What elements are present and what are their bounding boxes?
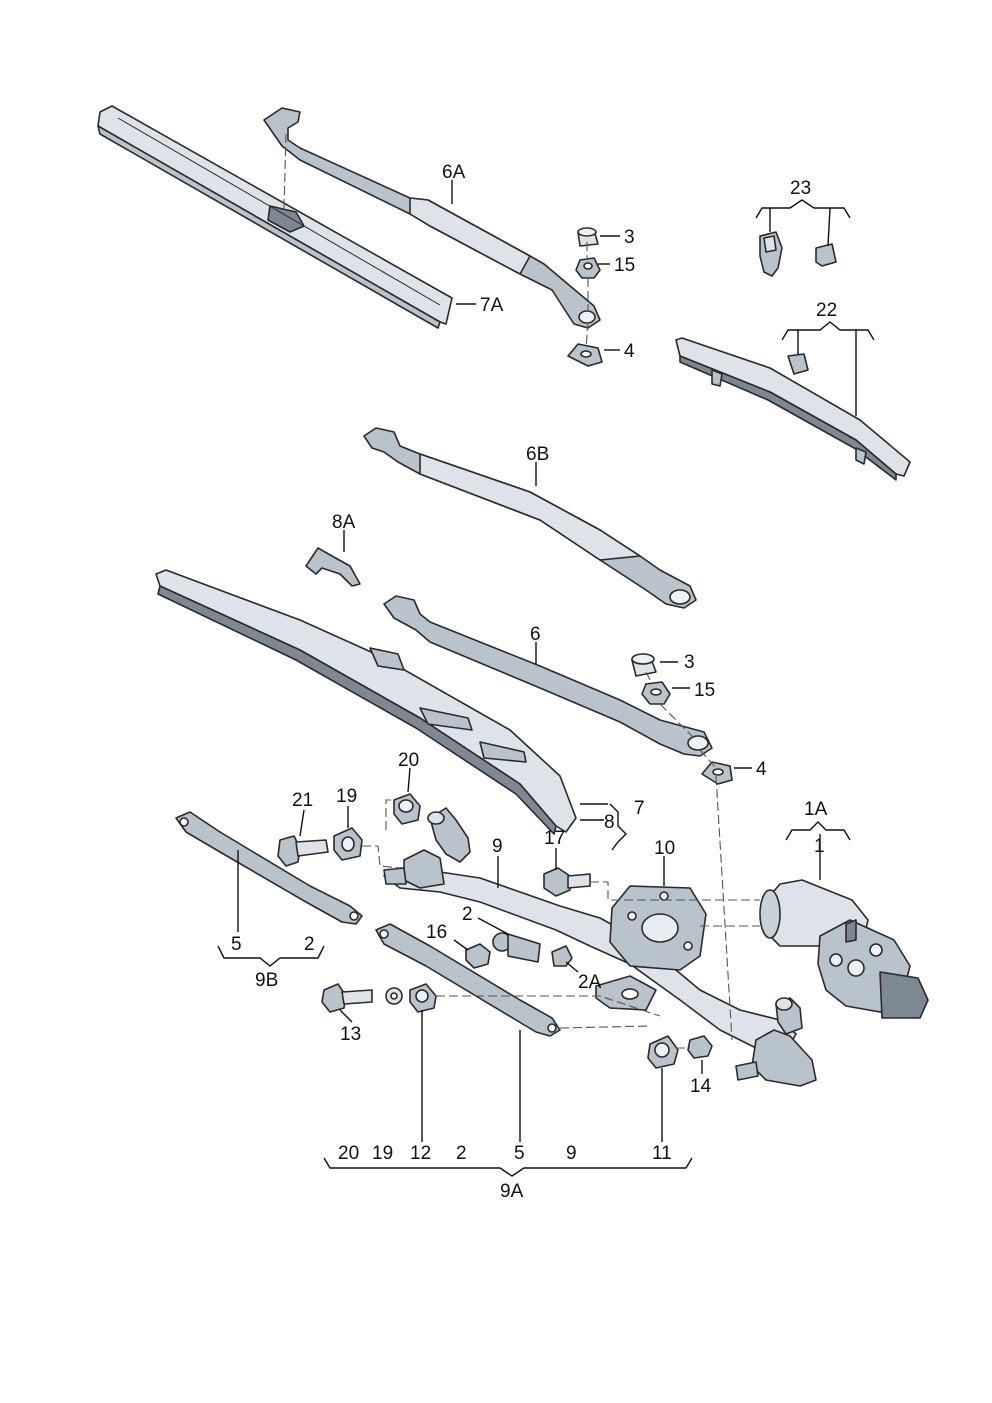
bolt-17 — [543, 867, 591, 897]
label-10: 10 — [654, 838, 675, 859]
bushing-12 — [409, 983, 437, 1013]
label-15-upper: 15 — [614, 255, 635, 276]
label-21: 21 — [292, 790, 313, 811]
ball-stud-2 — [492, 932, 541, 963]
label-bottom-12: 12 — [410, 1143, 431, 1164]
cap-3-upper — [577, 227, 599, 247]
leader-lines — [237, 180, 821, 1142]
label-bottom-5: 5 — [514, 1143, 525, 1164]
nut-15-upper — [575, 257, 601, 279]
clip-23-a — [759, 231, 783, 277]
label-9A: 9A — [500, 1181, 524, 1202]
link-rod-9B — [175, 811, 363, 925]
label-4-upper: 4 — [624, 341, 635, 362]
cap-3-lower — [631, 653, 657, 677]
clip-22 — [787, 353, 809, 375]
assembly-lines — [283, 133, 760, 1049]
wiper-arm-6B — [363, 427, 697, 609]
wiper-motor-1 — [759, 879, 929, 1019]
label-2-left: 2 — [304, 934, 315, 955]
label-8: 8 — [604, 812, 615, 833]
label-6B: 6B — [526, 444, 549, 465]
label-2A: 2A — [578, 972, 602, 993]
label-14: 14 — [690, 1076, 712, 1097]
nut-15-lower — [641, 681, 671, 705]
bushing-20 — [393, 793, 421, 825]
label-3-lower: 3 — [684, 652, 695, 673]
label-8A: 8A — [332, 512, 356, 533]
label-bottom-2: 2 — [456, 1143, 467, 1164]
label-bottom-11: 11 — [652, 1143, 672, 1164]
label-19: 19 — [336, 786, 357, 807]
label-6A: 6A — [442, 162, 466, 183]
label-7A: 7A — [480, 295, 504, 316]
bushing-11 — [647, 1035, 679, 1069]
washer-4-lower — [701, 761, 733, 785]
label-7: 7 — [634, 798, 645, 819]
label-bottom-9: 9 — [566, 1143, 577, 1164]
brackets — [217, 199, 875, 1177]
link-rod-5 — [375, 923, 561, 1037]
label-13: 13 — [340, 1024, 361, 1045]
bottom-label-row: 20 19 12 2 5 9 11 9A — [338, 1143, 672, 1202]
label-9: 9 — [492, 836, 503, 857]
label-1A: 1A — [804, 799, 828, 820]
bolt-13 — [321, 983, 373, 1013]
label-23: 23 — [790, 178, 811, 199]
washer-13 — [385, 987, 403, 1005]
wiper-arm-6 — [383, 595, 713, 757]
wiper-arm-6A — [263, 107, 601, 329]
label-6: 6 — [530, 624, 541, 645]
nut-16 — [465, 943, 491, 969]
washer-4-upper — [567, 343, 603, 367]
nut-2A — [551, 945, 573, 967]
label-2-ballstud: 2 — [462, 904, 473, 925]
label-bottom-19: 19 — [372, 1143, 393, 1164]
wiper-frame-9 — [383, 807, 817, 1087]
label-15-lower: 15 — [694, 680, 715, 701]
label-1: 1 — [814, 836, 825, 857]
adapter-8A — [305, 547, 361, 587]
label-9B: 9B — [255, 970, 278, 991]
bolt-21 — [277, 835, 329, 867]
part-labels: 6A 7A 3 15 4 23 22 6B 8A 6 3 15 4 7 8 1A… — [231, 162, 837, 1097]
motor-plate-10 — [595, 885, 707, 1011]
clip-23-b — [815, 243, 837, 267]
wiper-blade-7 — [155, 569, 577, 835]
label-bottom-20: 20 — [338, 1143, 359, 1164]
nut-14 — [687, 1035, 713, 1059]
label-4-lower: 4 — [756, 759, 767, 780]
label-20: 20 — [398, 750, 419, 771]
wiper-blade-7A — [97, 105, 453, 329]
bushing-19 — [333, 827, 363, 861]
cowl-strip-22 — [675, 337, 911, 481]
label-22: 22 — [816, 300, 837, 321]
label-17: 17 — [544, 828, 565, 849]
label-16: 16 — [426, 922, 447, 943]
label-5-left: 5 — [231, 934, 242, 955]
label-3-upper: 3 — [624, 227, 635, 248]
